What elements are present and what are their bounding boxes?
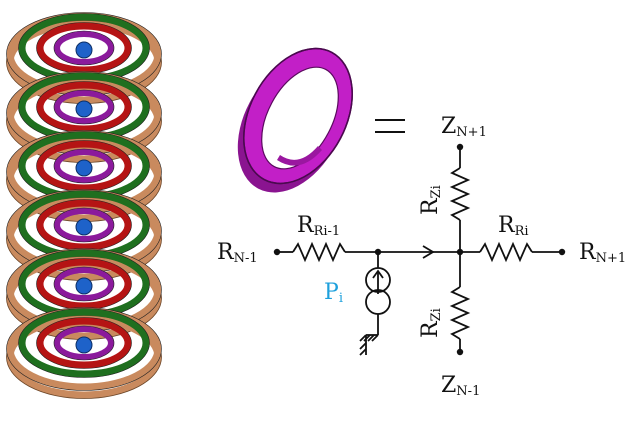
node-right <box>558 248 566 256</box>
current-source-icon <box>365 267 391 315</box>
label-r-right: RN+1 <box>579 240 626 266</box>
thermal-circuit <box>277 147 562 356</box>
resistor-r-zi-bottom <box>449 286 471 340</box>
node-junction <box>456 248 464 256</box>
label-r-ri: RRi <box>498 213 529 239</box>
label-r-ri-minus-1: RRi-1 <box>297 213 340 239</box>
node-top <box>456 143 464 151</box>
node-source <box>374 248 382 256</box>
node-left <box>273 248 281 256</box>
label-r-zi-bottom: RZi <box>418 308 444 338</box>
equals-sign <box>375 119 405 133</box>
label-z-top: ZN+1 <box>441 114 487 140</box>
label-z-bottom: ZN-1 <box>441 373 480 399</box>
single-ring-icon <box>237 47 353 193</box>
resistor-r-zi-top <box>449 167 471 221</box>
stacked-coil-icon <box>6 12 162 399</box>
resistor-r-ri <box>479 241 533 263</box>
node-bottom <box>456 348 464 356</box>
coil-unit <box>6 307 162 399</box>
resistor-r-ri-minus-1 <box>292 241 346 263</box>
ground-icon <box>359 334 379 356</box>
label-r-zi-top: RZi <box>418 185 444 215</box>
label-p-i: Pi <box>324 280 343 306</box>
label-r-left: RN-1 <box>217 240 258 266</box>
